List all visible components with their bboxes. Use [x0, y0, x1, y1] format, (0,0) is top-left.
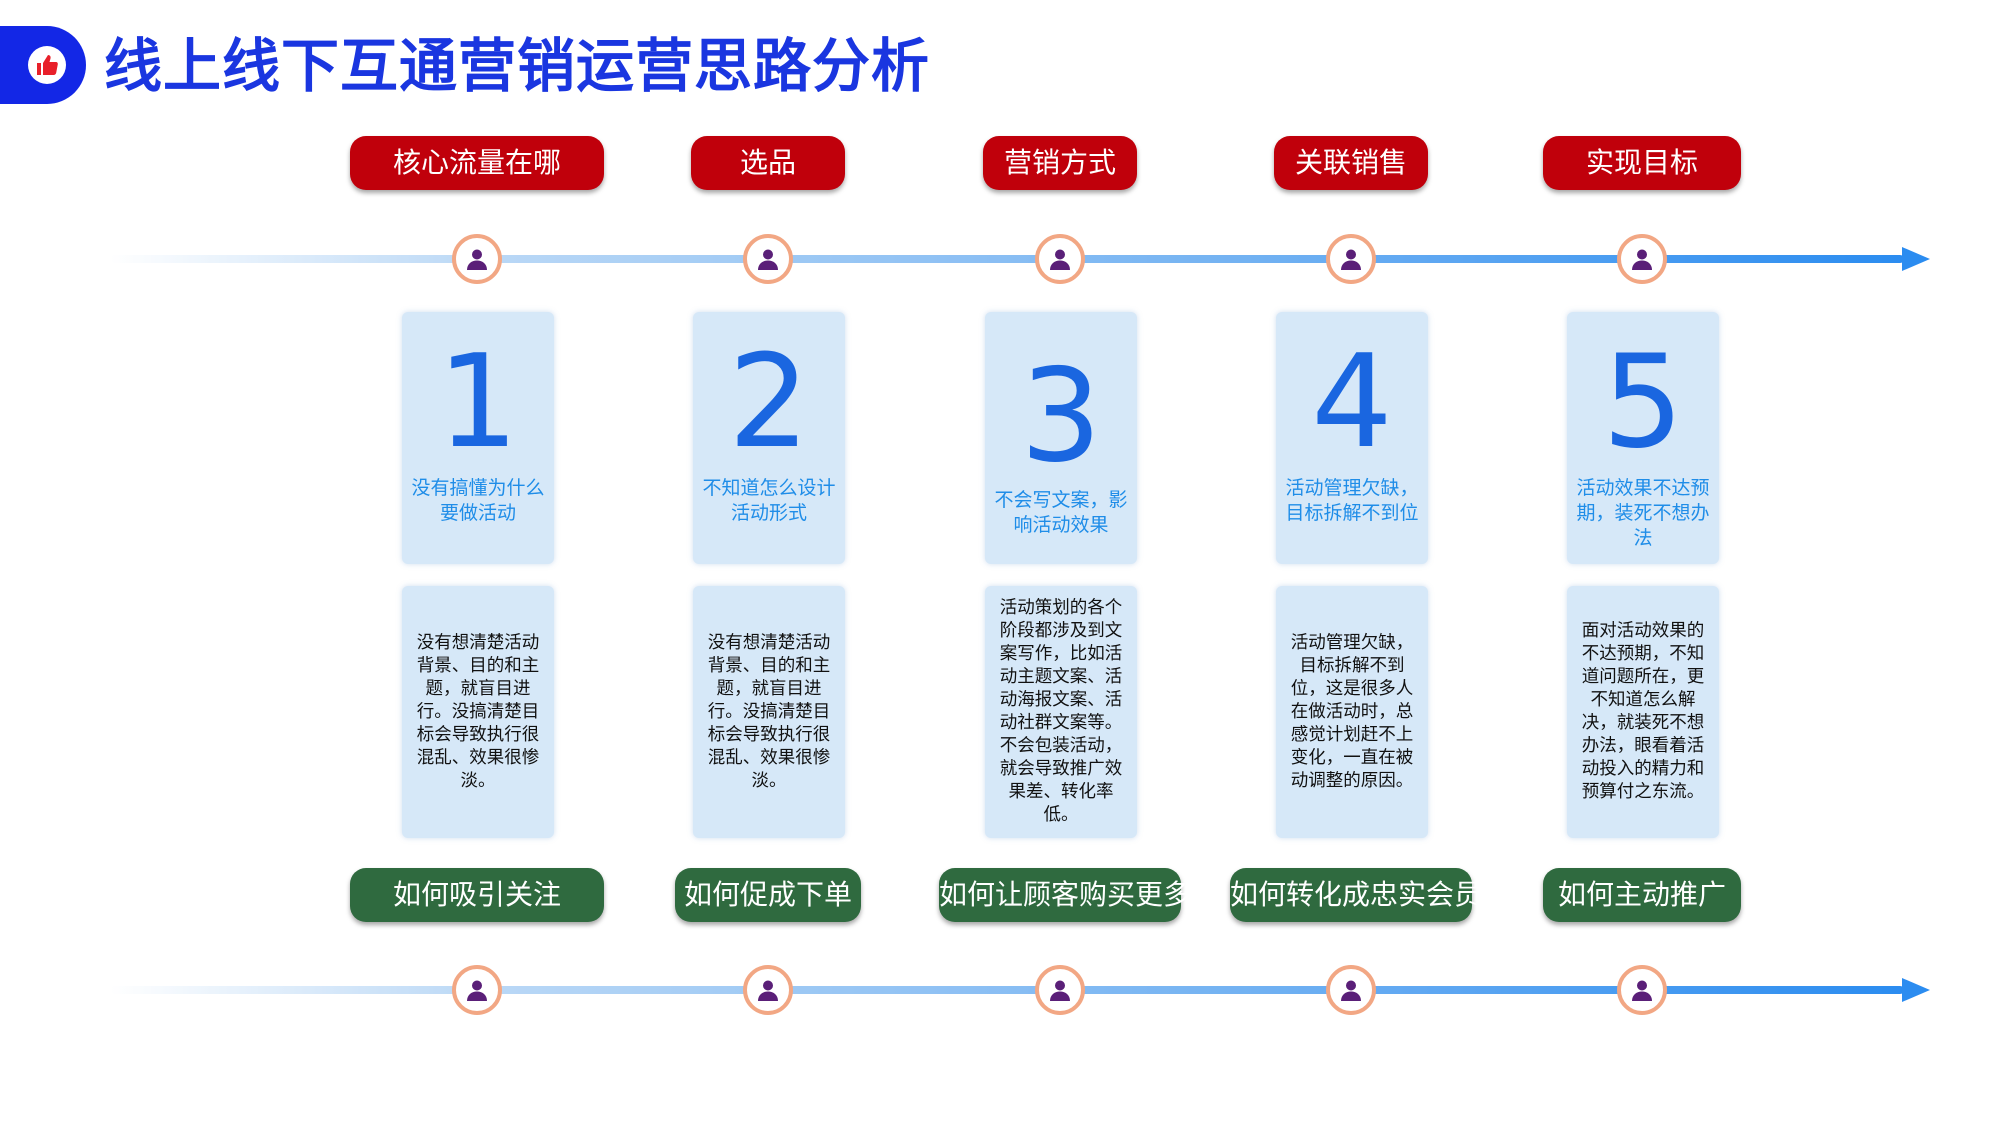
timeline-top — [110, 244, 1930, 274]
step-column-5: 实现目标 5 活动效果不达预期，装死不想办法 面对活动效果的不达预期，不知道问题… — [1492, 0, 1792, 1125]
step-subtitle: 活动效果不达预期，装死不想办法 — [1576, 477, 1710, 549]
person-icon — [758, 249, 778, 270]
step-top-label: 关联销售 — [1274, 136, 1428, 190]
step-bottom-label: 如何吸引关注 — [350, 868, 604, 922]
step-description: 没有想清楚活动背景、目的和主题，就盲目进行。没搞清楚目标会导致执行很混乱、效果很… — [416, 632, 540, 791]
timeline-node — [1617, 234, 1667, 284]
person-icon — [1050, 249, 1070, 270]
person-icon — [1341, 980, 1361, 1001]
step-bottom-label: 如何促成下单 — [675, 868, 861, 922]
person-icon — [1050, 980, 1070, 1001]
step-description: 面对活动效果的不达预期，不知道问题所在，更不知道怎么解决，就装死不想办法，眼看着… — [1581, 621, 1705, 802]
timeline-node — [1035, 234, 1085, 284]
step-column-4: 关联销售 4 活动管理欠缺，目标拆解不到位 活动管理欠缺，目标拆解不到位，这是很… — [1201, 0, 1501, 1125]
person-icon — [758, 980, 778, 1001]
description-card: 活动管理欠缺，目标拆解不到位，这是很多人在做活动时，总感觉计划赶不上变化，一直在… — [1276, 586, 1428, 838]
person-icon — [1632, 249, 1652, 270]
step-top-label: 核心流量在哪 — [350, 136, 604, 190]
number-card: 4 活动管理欠缺，目标拆解不到位 — [1276, 312, 1428, 564]
thumbs-up-icon — [37, 55, 58, 75]
step-top-label: 选品 — [691, 136, 845, 190]
timeline-node — [452, 234, 502, 284]
step-bottom-label: 如何让顾客购买更多 — [939, 868, 1191, 922]
person-icon — [1632, 980, 1652, 1001]
arrow-right-icon — [1902, 978, 1930, 1002]
person-icon — [1341, 249, 1361, 270]
step-top-label: 营销方式 — [983, 136, 1137, 190]
step-bottom-label: 如何转化成忠实会员 — [1230, 868, 1482, 922]
number-card: 2 不知道怎么设计活动形式 — [693, 312, 845, 564]
page-title: 线上线下互通营销运营思路分析 — [104, 32, 931, 100]
timeline-node — [1326, 965, 1376, 1015]
logo-tab — [0, 26, 86, 104]
number-card: 1 没有搞懂为什么要做活动 — [402, 312, 554, 564]
person-icon — [467, 249, 487, 270]
step-number: 5 — [1602, 328, 1684, 477]
step-number: 1 — [437, 328, 519, 477]
timeline-top-line — [110, 255, 1904, 263]
step-number: 4 — [1311, 328, 1393, 477]
step-subtitle: 不会写文案，影响活动效果 — [994, 489, 1128, 536]
description-card: 面对活动效果的不达预期，不知道问题所在，更不知道怎么解决，就装死不想办法，眼看着… — [1567, 586, 1719, 838]
step-subtitle: 活动管理欠缺，目标拆解不到位 — [1285, 477, 1419, 524]
description-card: 没有想清楚活动背景、目的和主题，就盲目进行。没搞清楚目标会导致执行很混乱、效果很… — [693, 586, 845, 838]
step-number: 3 — [1020, 342, 1102, 491]
step-column-3: 营销方式 3 不会写文案，影响活动效果 活动策划的各个阶段都涉及到文案写作，比如… — [910, 0, 1210, 1125]
step-bottom-label: 如何主动推广 — [1543, 868, 1741, 922]
timeline-node — [1326, 234, 1376, 284]
step-column-2: 选品 2 不知道怎么设计活动形式 没有想清楚活动背景、目的和主题，就盲目进行。没… — [618, 0, 918, 1125]
step-number: 2 — [728, 328, 810, 477]
description-card: 没有想清楚活动背景、目的和主题，就盲目进行。没搞清楚目标会导致执行很混乱、效果很… — [402, 586, 554, 838]
step-subtitle: 不知道怎么设计活动形式 — [702, 477, 836, 524]
timeline-node — [452, 965, 502, 1015]
step-description: 没有想清楚活动背景、目的和主题，就盲目进行。没搞清楚目标会导致执行很混乱、效果很… — [707, 632, 831, 791]
timeline-node — [743, 234, 793, 284]
step-subtitle: 没有搞懂为什么要做活动 — [411, 477, 545, 524]
step-column-1: 核心流量在哪 1 没有搞懂为什么要做活动 没有想清楚活动背景、目的和主题，就盲目… — [327, 0, 627, 1125]
step-description: 活动策划的各个阶段都涉及到文案写作，比如活动主题文案、活动海报文案、活动社群文案… — [999, 598, 1123, 825]
number-card: 3 不会写文案，影响活动效果 — [985, 312, 1137, 564]
timeline-bottom-line — [110, 986, 1904, 994]
timeline-node — [1035, 965, 1085, 1015]
logo-badge — [28, 46, 66, 84]
number-card: 5 活动效果不达预期，装死不想办法 — [1567, 312, 1719, 564]
arrow-right-icon — [1902, 247, 1930, 271]
timeline-bottom — [110, 975, 1930, 1005]
timeline-node — [1617, 965, 1667, 1015]
step-top-label: 实现目标 — [1543, 136, 1741, 190]
timeline-node — [743, 965, 793, 1015]
step-description: 活动管理欠缺，目标拆解不到位，这是很多人在做活动时，总感觉计划赶不上变化，一直在… — [1290, 632, 1414, 791]
person-icon — [467, 980, 487, 1001]
description-card: 活动策划的各个阶段都涉及到文案写作，比如活动主题文案、活动海报文案、活动社群文案… — [985, 586, 1137, 838]
